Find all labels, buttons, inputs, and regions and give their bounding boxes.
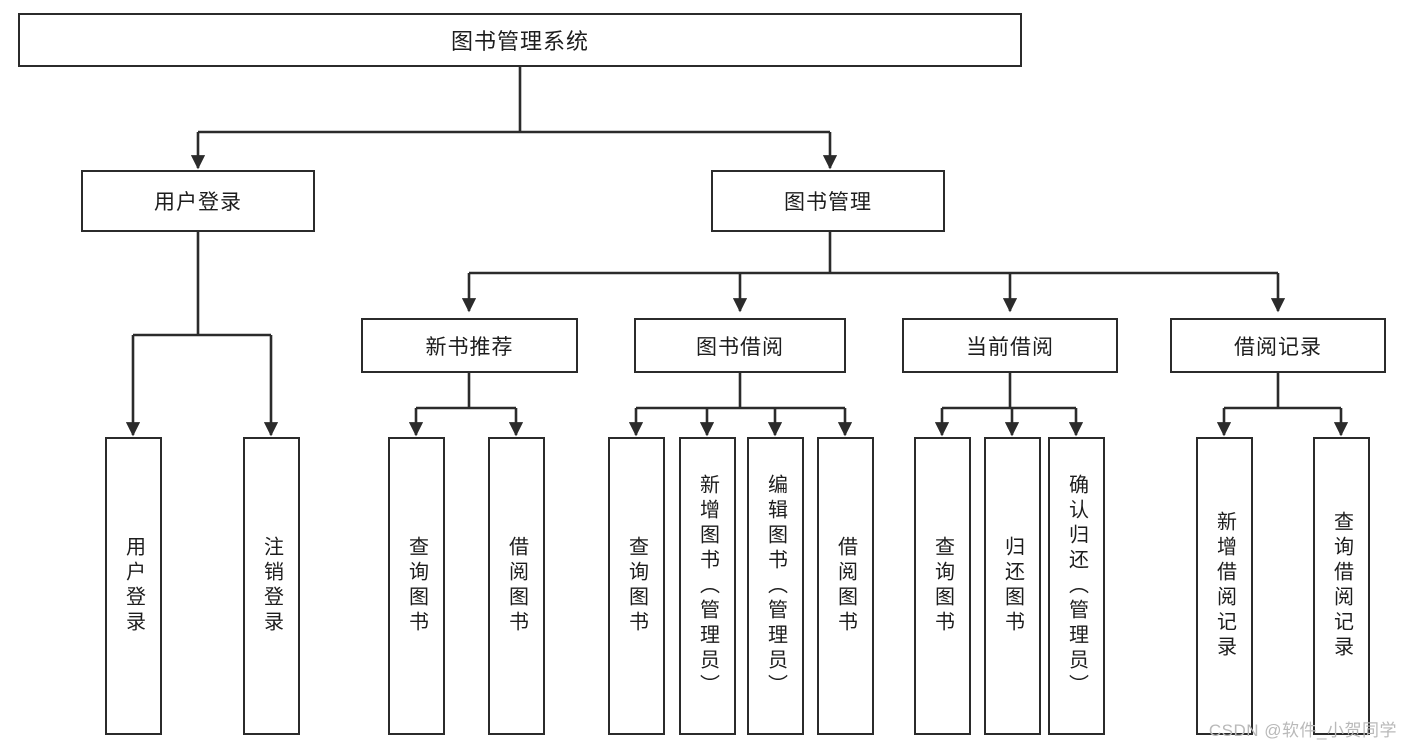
node-label: 查询图书: [405, 536, 428, 636]
node-leaf-query-book-current[interactable]: 查询图书: [914, 437, 971, 735]
node-label: 图书管理: [784, 191, 872, 214]
node-label: 编辑图书（管理员）: [764, 473, 787, 699]
node-new-book-recommendation[interactable]: 新书推荐: [361, 318, 578, 373]
node-label: 新增图书（管理员）: [696, 473, 719, 699]
node-label: 借阅记录: [1234, 335, 1322, 359]
node-leaf-add-borrow-record[interactable]: 新增借阅记录: [1196, 437, 1253, 735]
node-leaf-query-book-recommendation[interactable]: 查询图书: [388, 437, 445, 735]
node-label: 注销登录: [260, 536, 283, 636]
node-current-borrowing[interactable]: 当前借阅: [902, 318, 1118, 373]
node-label: 当前借阅: [966, 335, 1054, 359]
node-label: 新增借阅记录: [1213, 511, 1236, 661]
node-label: 确认归还（管理员）: [1065, 473, 1088, 699]
node-label: 查询图书: [625, 536, 648, 636]
node-leaf-add-book-admin[interactable]: 新增图书（管理员）: [679, 437, 736, 735]
node-book-borrowing[interactable]: 图书借阅: [634, 318, 846, 373]
node-label: 借阅图书: [505, 536, 528, 636]
node-leaf-borrow-book-borrowing[interactable]: 借阅图书: [817, 437, 874, 735]
node-label: 查询借阅记录: [1330, 511, 1353, 661]
node-label: 借阅图书: [834, 536, 857, 636]
node-label: 新书推荐: [425, 335, 514, 359]
node-book-management[interactable]: 图书管理: [711, 170, 945, 232]
node-leaf-return-book[interactable]: 归还图书: [984, 437, 1041, 735]
node-leaf-borrow-book-recommendation[interactable]: 借阅图书: [488, 437, 545, 735]
node-leaf-query-book-borrowing[interactable]: 查询图书: [608, 437, 665, 735]
node-label: 查询图书: [931, 536, 954, 636]
node-leaf-edit-book-admin[interactable]: 编辑图书（管理员）: [747, 437, 804, 735]
node-leaf-query-borrow-record[interactable]: 查询借阅记录: [1313, 437, 1370, 735]
node-label: 图书借阅: [696, 335, 784, 359]
node-leaf-user-login[interactable]: 用户登录: [105, 437, 162, 735]
node-root-book-management-system[interactable]: 图书管理系统: [18, 13, 1022, 67]
node-leaf-confirm-return-admin[interactable]: 确认归还（管理员）: [1048, 437, 1105, 735]
node-label: 图书管理系统: [450, 29, 589, 54]
node-leaf-logout[interactable]: 注销登录: [243, 437, 300, 735]
node-label: 用户登录: [122, 536, 145, 636]
node-user-login[interactable]: 用户登录: [81, 170, 315, 232]
node-borrowing-record[interactable]: 借阅记录: [1170, 318, 1386, 373]
node-label: 用户登录: [154, 191, 242, 214]
node-label: 归还图书: [1001, 536, 1024, 636]
csdn-watermark: CSDN @软件_小贺同学: [1208, 721, 1397, 740]
